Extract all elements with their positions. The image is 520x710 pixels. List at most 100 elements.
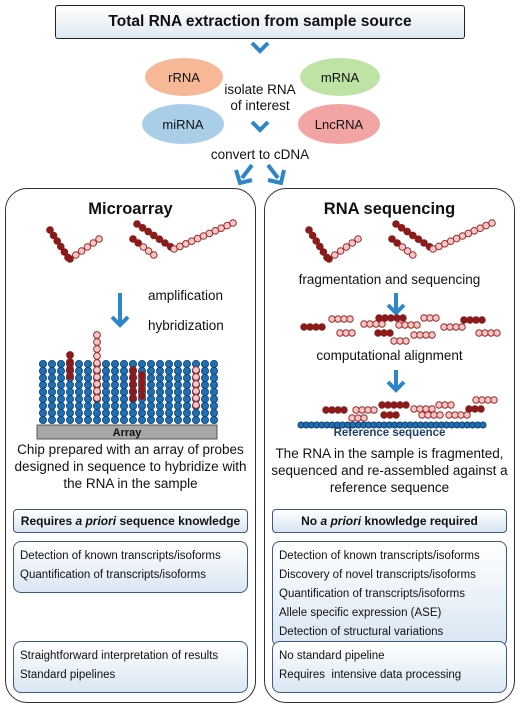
probe-bead [129,401,138,410]
rnaseq-requirement-box: No a priori knowledge required [272,509,507,533]
probe-bead [200,401,209,410]
microarray-illustration: Array [36,219,237,440]
probe-bead [84,359,93,368]
probe-bead [39,415,48,424]
hybridized-rna [93,331,101,402]
seq-cap-item: Detection of known transcripts/isoforms [279,550,480,562]
arrow-down-2-icon [250,120,270,133]
hybridization-label: hybridization [148,318,224,333]
probe-bead [182,366,191,375]
aligned-read [472,396,498,404]
probe-bead [66,387,75,396]
probe-bead [146,366,155,375]
probe-bead [57,387,66,396]
probe-bead [102,401,111,410]
probe-bead [120,408,129,417]
ma-req-post: sequence knowledge [116,514,241,528]
probe-bead [57,394,66,403]
rnaseq-illustration [297,219,501,429]
probe-bead [173,408,182,417]
probe-bead [164,415,173,424]
probe-bead [120,366,129,375]
probe-bead [137,359,146,368]
rnaseq-down-arrow-1-icon [386,293,406,316]
rnaseq-rna-strand [305,226,331,262]
probe-bead [39,359,48,368]
probe-bead [182,380,191,389]
hybridized-rna [66,351,74,380]
microarray-rna-strand [46,226,72,262]
probe-bead [57,408,66,417]
seq-desc-line-2: sequenced and re-assembled against a [271,463,508,478]
probe-bead [155,401,164,410]
microarray-description: Chip prepared with an array of probes de… [8,441,253,492]
probe-bead [66,394,75,403]
probe-bead [120,380,129,389]
probe-bead [200,408,209,417]
probe-bead [137,415,146,424]
aligned-read [348,414,368,422]
probe-bead [111,373,120,382]
arrow-down-right-icon [266,163,286,186]
probe-bead [57,366,66,375]
probe-bead [182,373,191,382]
probe-bead [48,387,57,396]
probe-bead [48,415,57,424]
probe-bead [200,387,209,396]
rna-fragment [328,315,354,323]
probe-bead [66,401,75,410]
seq-req-pre: No [301,514,321,528]
probe-bead [75,401,84,410]
probe-bead [173,366,182,375]
probe-bead [209,373,218,382]
arrow-down-left-icon [234,163,254,186]
probe-bead [155,380,164,389]
hybridized-rna [138,371,146,400]
hybridized-rna [129,366,137,402]
probe-bead [120,373,129,382]
convert-label: convert to cDNA [210,147,310,162]
probe-bead [200,415,209,424]
probe-bead [102,380,111,389]
microarray-panel [5,188,256,703]
probe-bead [146,387,155,396]
probe-bead [209,380,218,389]
isolate-text: isolate RNA of interest [220,82,300,114]
probe-bead [39,366,48,375]
aligned-read [418,411,444,419]
array-chip-base [36,424,218,440]
probe-bead [111,408,120,417]
alignment-label: computational alignment [316,348,463,363]
ma-req-italic: a priori [75,514,117,528]
probe-bead [209,387,218,396]
mirna-ellipse: miRNA [142,104,224,144]
probe-bead [48,380,57,389]
rnaseq-advantages-box: No standard pipeline Requires intensive … [272,641,507,693]
probe-bead [137,408,146,417]
probe-bead [111,401,120,410]
probe-bead [84,380,93,389]
probe-bead [164,394,173,403]
probe-bead [155,387,164,396]
seq-adv-item: No standard pipeline [279,650,385,662]
probe-bead [84,394,93,403]
rna-extraction-title: Total RNA extraction from sample source [108,13,412,30]
probe-bead [200,380,209,389]
rna-fragment [336,329,356,337]
probe-bead [75,380,84,389]
ma-adv-item: Straightforward interpretation of result… [20,650,219,662]
probe-bead [102,415,111,424]
aligned-read [410,405,436,413]
probe-bead [102,408,111,417]
probe-bead [137,401,146,410]
rrna-ellipse: rRNA [145,58,223,96]
hybridized-rna [192,366,200,409]
probe-bead [200,394,209,403]
probe-bead [182,387,191,396]
probe-bead [66,380,75,389]
probe-bead [111,366,120,375]
arrow-down-1-icon [250,41,270,54]
rna-fragment [395,321,421,329]
probe-bead [93,415,102,424]
microarray-rna-strand [170,219,237,253]
